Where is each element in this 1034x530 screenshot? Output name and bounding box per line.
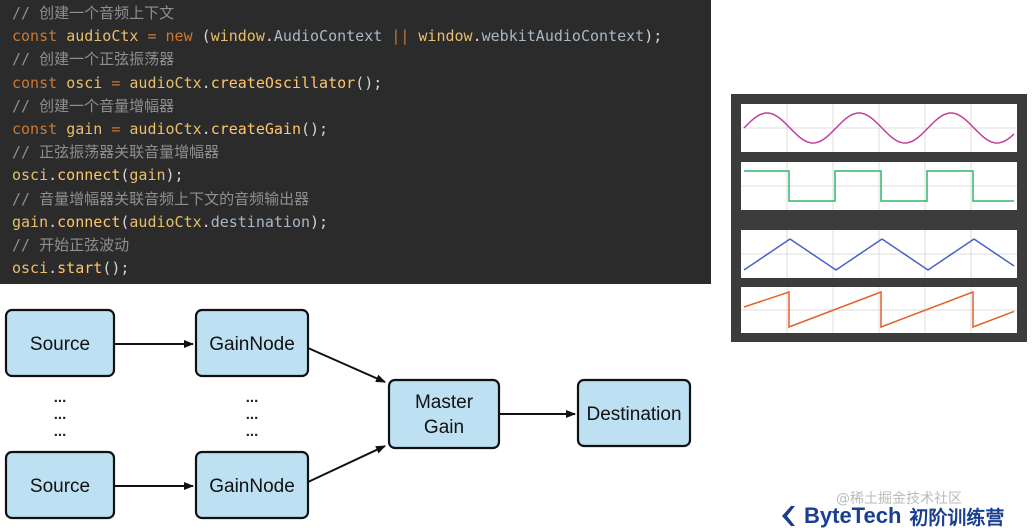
master-label: Master (415, 392, 474, 413)
gainnode-label: GainNode (209, 334, 295, 355)
code-line: const osci = audioCtx.createOscillator()… (12, 73, 383, 92)
sine-wave (743, 112, 1015, 144)
source-node-top: Source (4, 308, 116, 378)
svg-text:...: ... (246, 423, 259, 440)
source-label: Source (30, 476, 90, 497)
source-label: Source (30, 334, 90, 355)
svg-text:...: ... (54, 389, 67, 406)
code-panel: // 创建一个音频上下文 const audioCtx = new (windo… (0, 0, 711, 284)
waveform-panel (731, 94, 1027, 342)
destination-label: Destination (586, 404, 681, 425)
source-node-bottom: Source (4, 450, 116, 520)
code-comment: // 创建一个音量增幅器 (12, 96, 175, 115)
sawtooth-wave (743, 290, 1015, 329)
code-comment: // 音量增幅器关联音频上下文的音频输出器 (12, 189, 310, 208)
brand-name: ByteTech (804, 503, 902, 528)
brand-subtitle: 初阶训练营 (909, 506, 1005, 529)
arrow (307, 347, 386, 383)
audio-graph-diagram: Source GainNode Source GainNode Master G… (4, 308, 692, 520)
gainnode-label: GainNode (209, 476, 295, 497)
svg-text:...: ... (54, 406, 67, 423)
code-line: const gain = audioCtx.createGain(); (12, 119, 329, 138)
gain-label: Gain (424, 417, 464, 438)
sine-wave-box (741, 104, 1017, 152)
bytetech-logo-icon (782, 506, 795, 526)
sawtooth-wave-box (741, 287, 1017, 333)
svg-text:...: ... (246, 406, 259, 423)
svg-text:...: ... (246, 389, 259, 406)
watermark: @稀土掘金技术社区 (836, 491, 962, 507)
square-wave (744, 170, 1014, 202)
triangle-wave-box (741, 230, 1017, 278)
gain-node-bottom: GainNode (194, 450, 310, 520)
code-line: const audioCtx = new (window.AudioContex… (12, 27, 663, 46)
code-comment: // 创建一个音频上下文 (12, 4, 175, 22)
code-comment: // 正弦振荡器关联音量增幅器 (12, 143, 220, 162)
gain-node-top: GainNode (194, 308, 310, 378)
ellipsis-left: ... ... ... (54, 389, 67, 440)
master-gain-node: Master Gain (387, 378, 501, 450)
code-comment: // 创建一个正弦振荡器 (12, 50, 175, 69)
destination-node: Destination (576, 378, 692, 448)
triangle-wave (743, 238, 1015, 271)
code-line: gain.connect(audioCtx.destination); (12, 212, 329, 231)
arrow (307, 445, 386, 483)
svg-text:...: ... (54, 423, 67, 440)
code-comment: // 开始正弦波动 (12, 235, 130, 254)
square-wave-box (741, 162, 1017, 210)
ellipsis-right: ... ... ... (246, 389, 259, 440)
code-line: osci.start(); (12, 259, 130, 278)
brand-logo: ByteTech 初阶训练营 (780, 503, 1005, 529)
code-line: osci.connect(gain); (12, 166, 184, 185)
